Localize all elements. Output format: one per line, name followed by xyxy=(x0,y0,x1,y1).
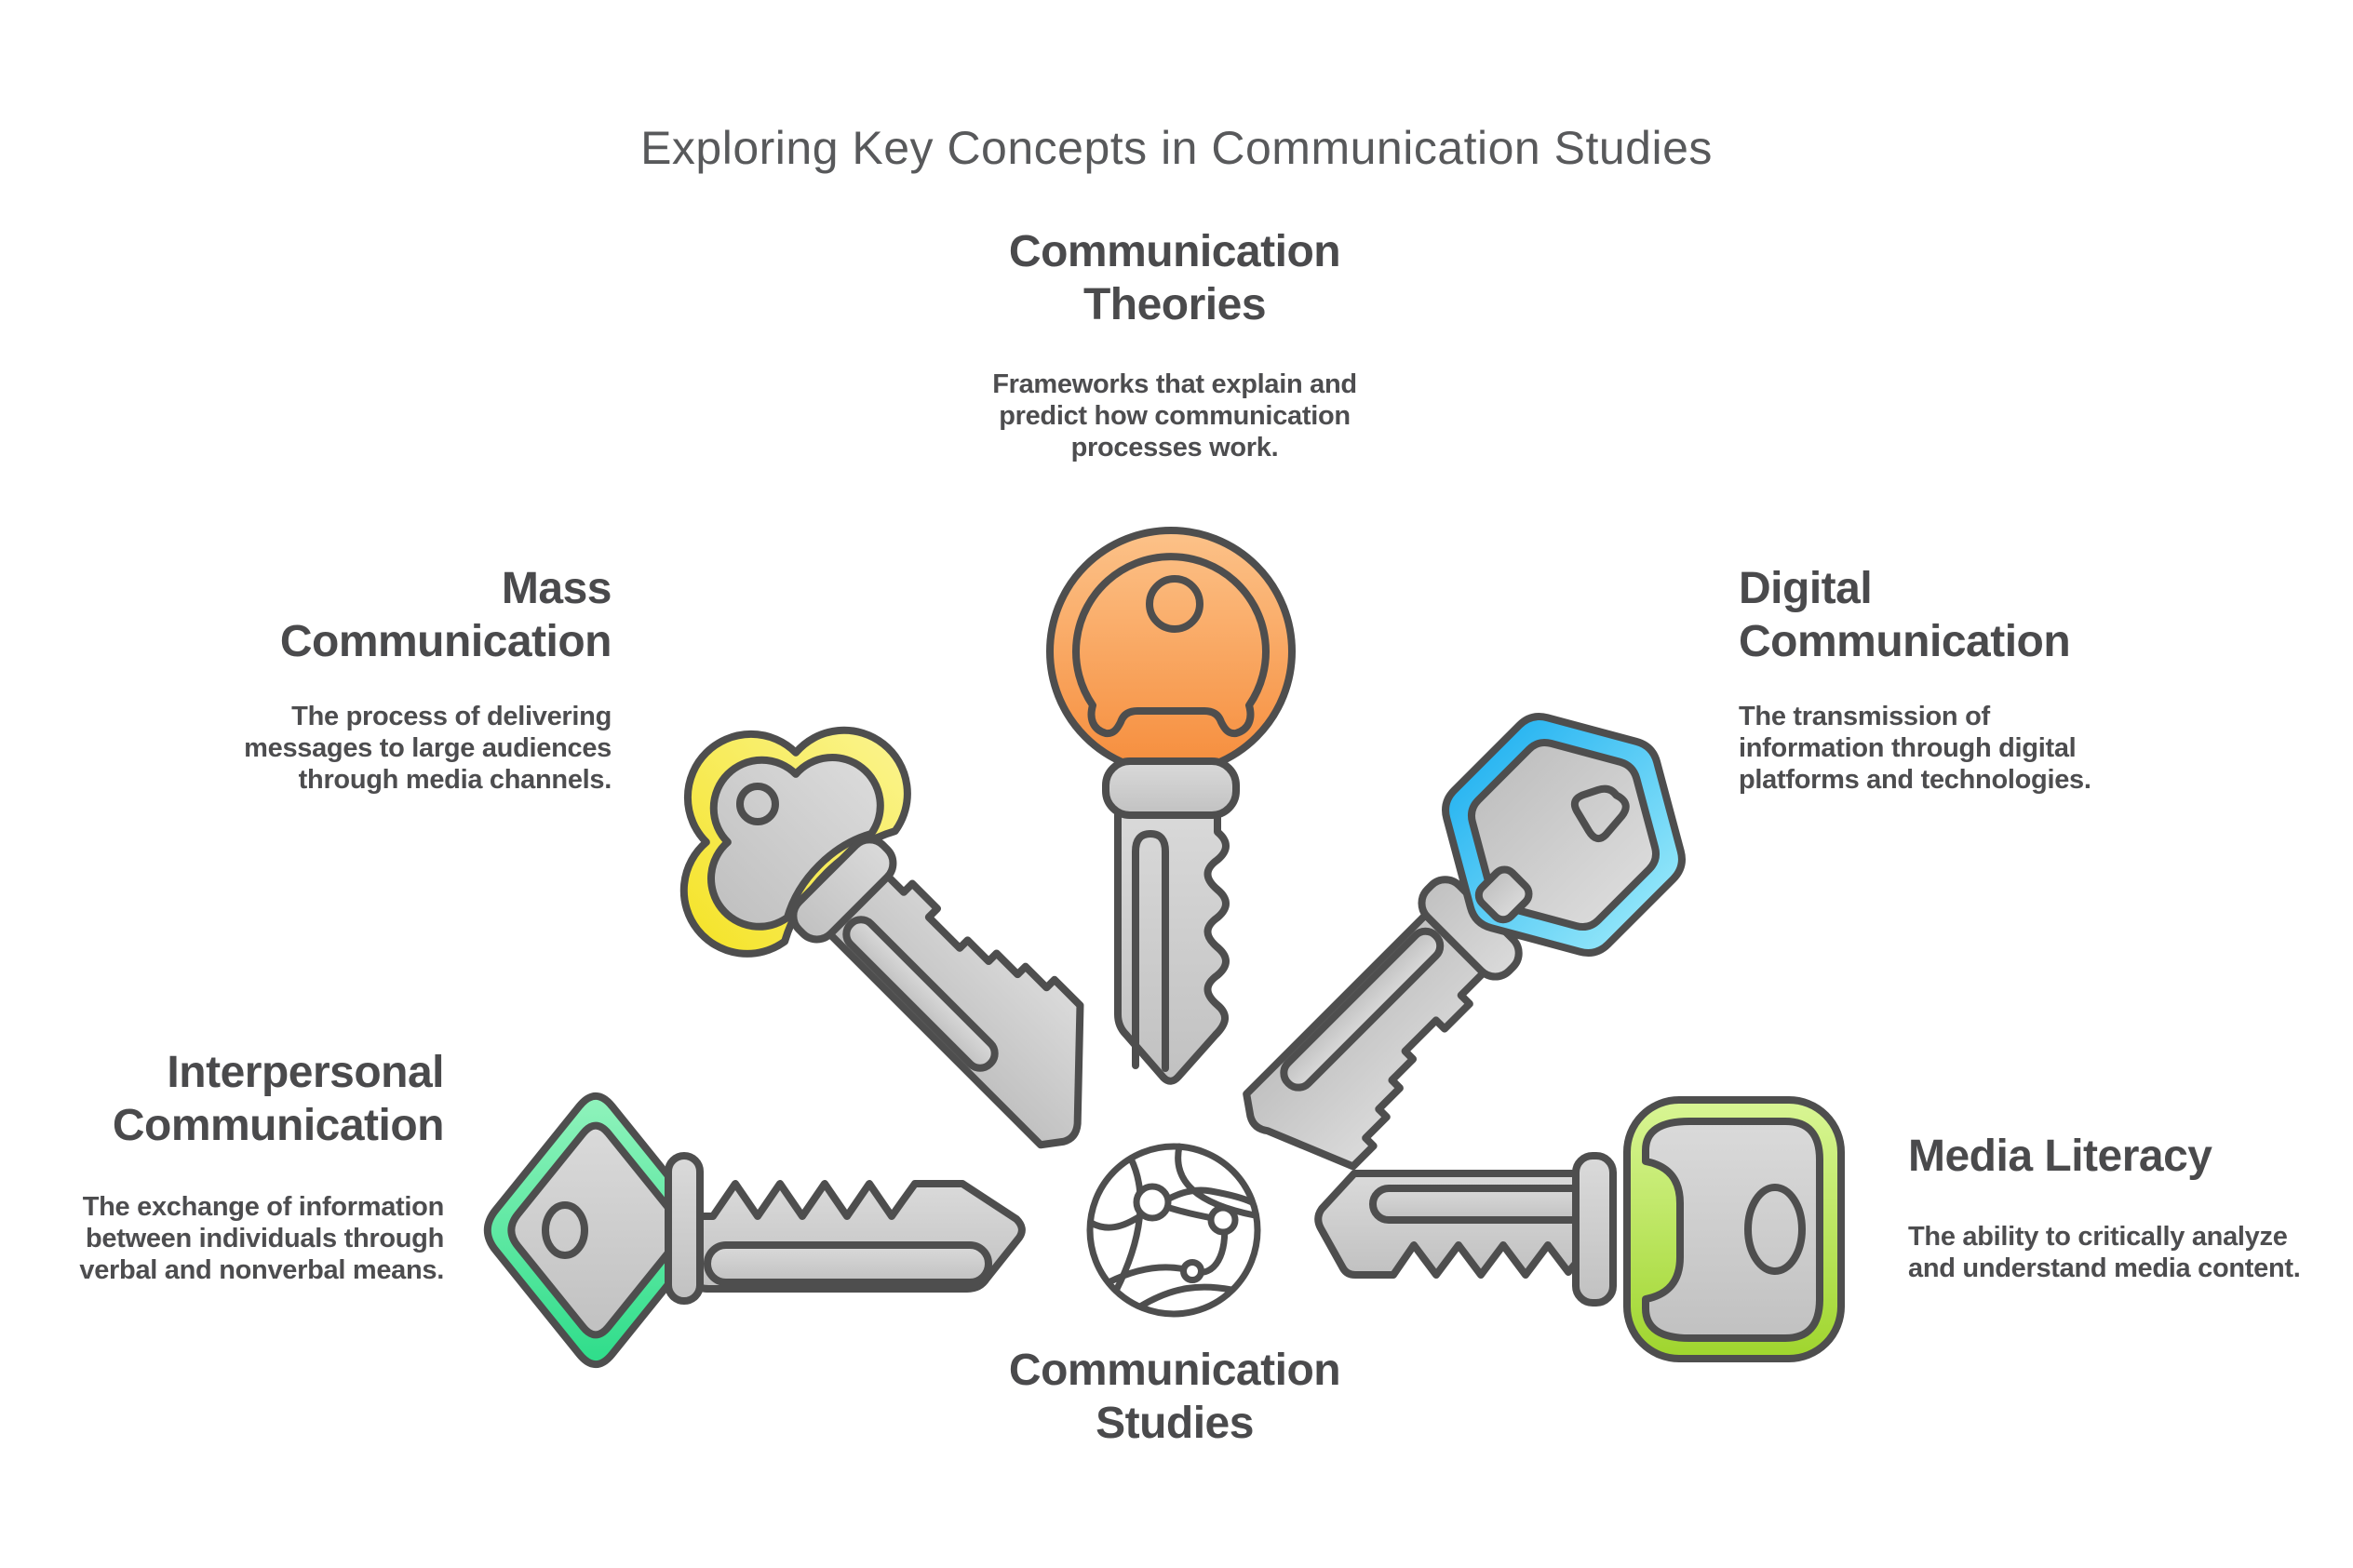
key-shaft-slot xyxy=(1280,927,1445,1092)
key-collar xyxy=(789,836,897,944)
key-hole xyxy=(542,1201,588,1259)
page-title: Exploring Key Concepts in Communication … xyxy=(640,122,1713,174)
key-hole xyxy=(1146,575,1203,633)
key-hole xyxy=(1570,784,1630,843)
heading-media-literacy: Media Literacy xyxy=(1908,1132,2212,1181)
key-mass-communication-icon xyxy=(679,726,1084,1149)
globe-node xyxy=(1133,1183,1172,1222)
key-shaft-slot xyxy=(704,1241,992,1286)
key-collar xyxy=(665,1152,704,1305)
key-digital-communication-icon xyxy=(1243,713,1686,1171)
key-shaft-slot xyxy=(842,916,999,1072)
key-head-inner xyxy=(707,754,884,931)
globe-node xyxy=(1207,1204,1239,1236)
key-collar xyxy=(1102,757,1240,819)
key-head-inner xyxy=(1642,1118,1823,1342)
globe-line xyxy=(1136,1283,1235,1310)
description-interpersonal-communication: The exchange of information between indi… xyxy=(79,1192,444,1285)
key-media-literacy-icon xyxy=(1314,1096,1845,1362)
key-communication-theories-icon xyxy=(1046,527,1296,1085)
heading-mass-communication: Mass Communication xyxy=(279,564,612,666)
description-communication-theories: Frameworks that explain and predict how … xyxy=(992,369,1357,462)
key-head xyxy=(1046,527,1296,776)
key-head-inner-outline xyxy=(1072,553,1270,738)
key-head-notch xyxy=(1474,865,1533,924)
key-interpersonal-communication-icon xyxy=(483,1092,1026,1369)
heading-interpersonal-communication: Interpersonal Communication xyxy=(112,1048,445,1150)
key-shaft-slot xyxy=(1369,1185,1598,1224)
description-mass-communication: The process of delivering messages to la… xyxy=(244,702,612,795)
heading-communication-theories: Communication Theories xyxy=(1008,227,1341,329)
key-hole xyxy=(1744,1184,1806,1275)
key-hole xyxy=(735,782,779,825)
globe-node xyxy=(1180,1259,1204,1283)
key-collar xyxy=(1572,1152,1617,1307)
globe-network-icon xyxy=(1086,1143,1261,1318)
center-label: Communication Studies xyxy=(1008,1346,1341,1448)
description-media-literacy: The ability to critically analyze and un… xyxy=(1908,1222,2301,1283)
description-digital-communication: The transmission of information through … xyxy=(1739,702,2091,795)
key-shaft xyxy=(1114,797,1230,1085)
globe-line xyxy=(1087,1186,1256,1231)
key-shaft-groove xyxy=(1132,830,1169,1072)
heading-digital-communication: Digital Communication xyxy=(1739,564,2071,666)
